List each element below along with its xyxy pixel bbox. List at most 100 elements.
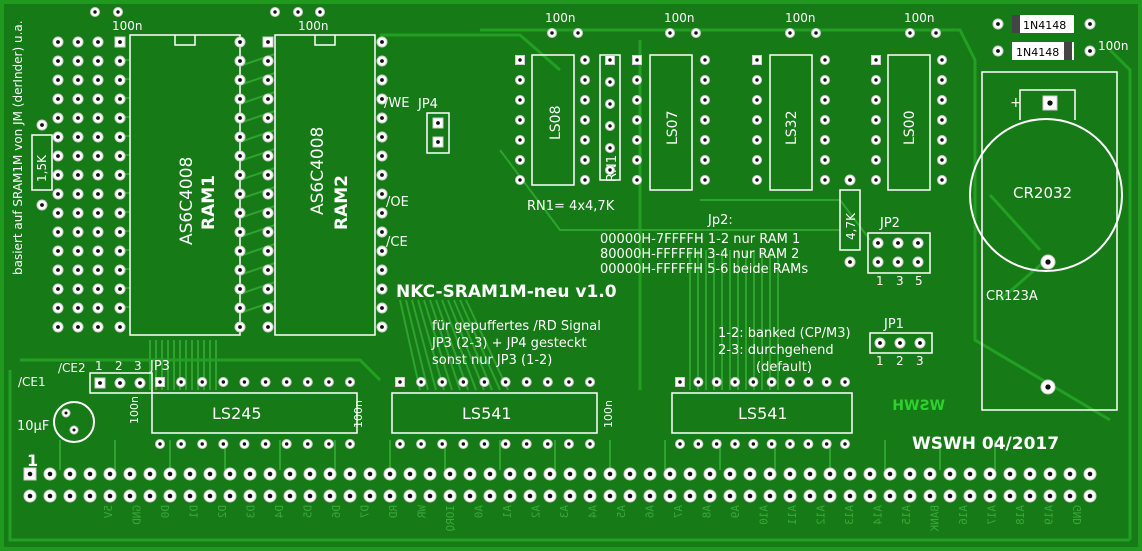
trace <box>411 299 437 391</box>
battery-holder <box>981 71 1118 411</box>
pad-hole <box>1088 49 1092 53</box>
trace <box>380 33 561 72</box>
pad-hole <box>867 471 873 477</box>
edge-label: D7 <box>359 505 372 518</box>
jp3-box <box>89 372 153 394</box>
pad-hole <box>76 135 80 139</box>
pad-hole <box>221 442 226 446</box>
pad-hole <box>419 442 423 446</box>
pad-hole <box>947 493 953 499</box>
pad-hole <box>703 138 707 142</box>
pad-hole <box>118 287 122 291</box>
pad-hole <box>56 268 60 272</box>
pad-hole <box>1045 259 1051 265</box>
pad-hole <box>1027 471 1033 477</box>
jp1-n2: 2 <box>896 354 904 368</box>
pad-hole <box>76 268 80 272</box>
pad-hole <box>823 78 827 82</box>
pad-hole <box>238 59 242 63</box>
pad-hole <box>238 78 242 82</box>
pad-hole <box>583 98 587 102</box>
pad-hole <box>503 380 508 384</box>
pad-hole <box>96 173 100 177</box>
pad-hole <box>238 306 242 310</box>
pad-hole <box>940 178 944 182</box>
edge-label: GND <box>131 505 144 525</box>
pad-hole <box>1027 493 1033 499</box>
pad-hole <box>287 493 293 499</box>
jp3-n2: 2 <box>115 359 123 373</box>
pad-hole <box>380 116 384 120</box>
pad-hole <box>118 211 122 215</box>
pad-hole <box>76 230 80 234</box>
jp2-n3: 3 <box>896 274 904 288</box>
pad-hole <box>587 493 593 499</box>
jp1-line2: 2-3: durchgehend <box>718 343 834 358</box>
pad-hole <box>635 58 639 62</box>
pad-hole <box>1007 471 1013 477</box>
pad-hole <box>814 31 818 35</box>
pad-hole <box>755 98 759 102</box>
pad-hole <box>56 135 60 139</box>
edge-label: A3 <box>558 505 571 518</box>
pad-hole <box>56 154 60 158</box>
edge-label: D2 <box>216 505 229 518</box>
pad-hole <box>76 192 80 196</box>
pad-hole <box>607 493 613 499</box>
pad-hole <box>47 493 53 499</box>
pad-hole <box>482 442 487 446</box>
pad-hole <box>1007 493 1013 499</box>
pad-hole <box>238 249 242 253</box>
pad-hole <box>876 241 880 245</box>
cap-100n-5: 100n <box>785 11 816 25</box>
pad-hole <box>238 135 242 139</box>
pad-hole <box>678 380 682 384</box>
pad-hole <box>56 230 60 234</box>
edge-label: A9 <box>729 505 742 518</box>
pad-hole <box>847 471 853 477</box>
pad-hole <box>1087 493 1093 499</box>
pad-hole <box>76 154 80 158</box>
pad-hole <box>296 10 300 14</box>
pad-hole <box>447 493 453 499</box>
pad-hole <box>96 230 100 234</box>
pad-hole <box>908 31 912 35</box>
pad-hole <box>787 493 793 499</box>
pad-hole <box>200 442 204 446</box>
pad-hole <box>806 380 811 384</box>
pad-hole <box>987 471 993 477</box>
pad-hole <box>263 442 268 446</box>
pad-hole <box>96 116 100 120</box>
pad-hole <box>1047 100 1053 106</box>
pad-hole <box>827 471 833 477</box>
pad-hole <box>755 118 759 122</box>
ls541b-outline <box>671 392 853 434</box>
pad-hole <box>707 493 713 499</box>
pad-hole <box>118 116 122 120</box>
jp2-n1: 1 <box>876 274 884 288</box>
board-date: WSWH 04/2017 <box>912 434 1059 454</box>
pad-hole <box>940 78 944 82</box>
pad-hole <box>207 471 213 477</box>
pad-hole <box>940 118 944 122</box>
pad-hole <box>307 493 313 499</box>
pad-hole <box>1087 471 1093 477</box>
pad-hole <box>118 154 122 158</box>
pad-hole <box>167 471 173 477</box>
pad-hole <box>696 442 701 446</box>
pad-hole <box>668 31 672 35</box>
ls541a-outline <box>391 392 598 434</box>
pad-hole <box>714 380 719 384</box>
pad-hole <box>47 471 53 477</box>
pad-hole <box>874 98 878 102</box>
pad-hole <box>118 325 122 329</box>
pad-hole <box>284 380 289 384</box>
pad-hole <box>96 325 100 329</box>
ls32-label: LS32 <box>784 110 800 145</box>
pad-hole <box>916 260 920 264</box>
edge-label: D6 <box>330 505 343 518</box>
pad-hole <box>266 135 270 139</box>
pad-hole <box>788 380 792 384</box>
pad-hole <box>527 493 533 499</box>
